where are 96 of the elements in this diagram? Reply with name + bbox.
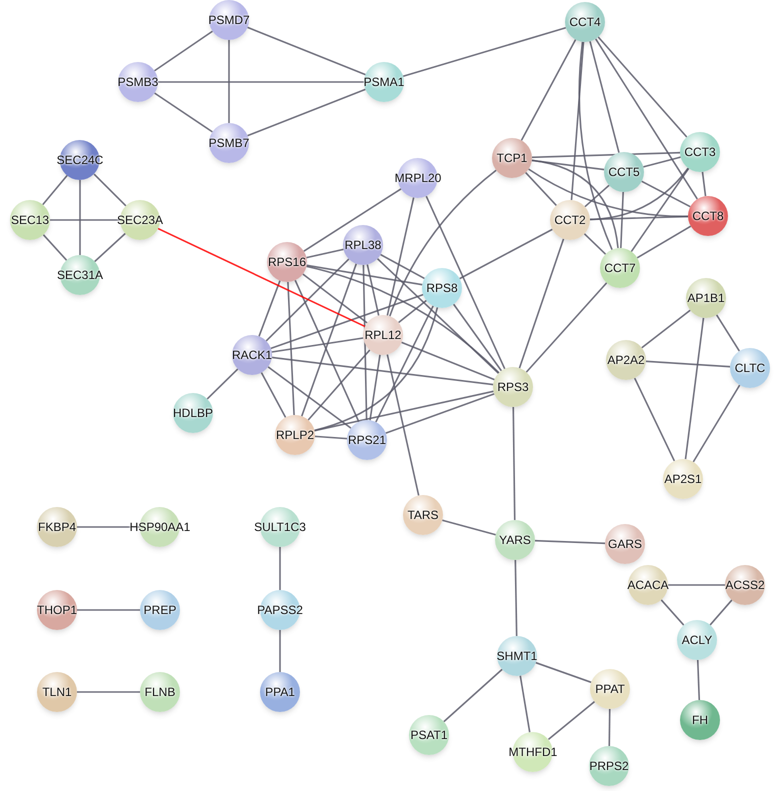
interaction-line — [94, 174, 126, 206]
interaction-line — [380, 254, 425, 280]
interaction-line — [79, 180, 81, 255]
interaction-line — [643, 156, 681, 168]
interaction-line — [268, 366, 352, 429]
interaction-line — [77, 609, 140, 611]
protein-label: SEC24C — [56, 154, 104, 166]
interaction-line — [314, 436, 348, 440]
interaction-line — [590, 216, 688, 220]
interaction-line — [578, 42, 613, 250]
interaction-line — [294, 280, 360, 422]
interaction-line — [287, 282, 295, 416]
interaction-line — [526, 282, 608, 373]
interaction-line — [306, 248, 344, 258]
interaction-line — [532, 152, 680, 158]
interaction-line — [641, 180, 691, 208]
interaction-line — [443, 668, 503, 722]
protein-label: MRPL20 — [394, 172, 442, 184]
interaction-line — [584, 184, 610, 208]
interaction-line — [716, 314, 740, 352]
interaction-line — [641, 310, 691, 348]
interaction-line — [630, 168, 690, 252]
interaction-line — [534, 540, 606, 544]
interaction-line — [710, 600, 732, 626]
interaction-line — [532, 160, 604, 170]
interaction-line — [595, 38, 698, 200]
interaction-line — [584, 233, 606, 255]
protein-node — [254, 506, 306, 548]
interaction-line — [402, 26, 566, 78]
interaction-line — [598, 36, 688, 138]
protein-label: MTHFD1 — [508, 746, 558, 758]
interaction-line — [154, 30, 213, 72]
protein-node — [130, 506, 190, 548]
interaction-line — [279, 630, 281, 672]
interaction-line — [692, 384, 740, 462]
interaction-line — [398, 300, 427, 324]
interaction-line — [272, 356, 494, 386]
interaction-line — [668, 584, 725, 586]
interaction-line — [608, 708, 611, 746]
interaction-line — [426, 196, 506, 370]
interaction-line — [366, 264, 380, 316]
interaction-line — [258, 280, 281, 337]
interaction-line — [520, 39, 576, 141]
interaction-line — [570, 42, 584, 200]
interaction-line — [158, 228, 366, 328]
interaction-line — [42, 174, 68, 206]
interaction-line — [514, 560, 518, 636]
interaction-line — [401, 342, 495, 380]
interaction-line — [453, 304, 502, 372]
interaction-line — [272, 337, 364, 353]
interaction-line — [660, 599, 684, 626]
protein-label: SEC31A — [56, 269, 104, 281]
interaction-line — [314, 390, 494, 432]
interaction-line — [386, 197, 414, 316]
interaction-line — [314, 307, 438, 432]
interaction-line — [308, 349, 370, 421]
interaction-line — [634, 378, 676, 462]
interaction-line — [228, 40, 230, 123]
interaction-line — [306, 266, 500, 374]
interaction-line — [362, 264, 368, 420]
interaction-line — [302, 273, 368, 324]
interaction-line — [389, 170, 497, 316]
protein-label: HSP90AA1 — [130, 521, 190, 533]
interaction-line — [636, 225, 692, 259]
interaction-line — [520, 676, 530, 732]
interaction-line — [42, 234, 68, 261]
interaction-line — [646, 360, 730, 368]
interaction-line — [306, 264, 422, 286]
interaction-line — [77, 691, 140, 693]
interaction-line — [247, 26, 366, 76]
interaction-line — [518, 238, 564, 368]
interaction-line — [300, 264, 358, 416]
interaction-line — [696, 660, 700, 700]
interaction-line — [525, 172, 557, 206]
interaction-line — [386, 393, 494, 434]
interaction-line — [548, 701, 596, 740]
protein-label: SULT1C3 — [254, 521, 306, 533]
interaction-line — [620, 192, 624, 248]
interaction-line — [206, 368, 238, 400]
interaction-line — [376, 258, 500, 374]
interaction-line — [279, 547, 281, 590]
interaction-line — [94, 232, 126, 262]
interaction-line — [369, 354, 381, 420]
interaction-line — [702, 172, 706, 196]
interaction-line — [386, 354, 420, 496]
interaction-line — [684, 318, 704, 460]
protein-label: SEC23A — [116, 214, 164, 226]
interaction-line — [158, 81, 364, 83]
interaction-line — [247, 88, 366, 136]
interaction-line — [512, 406, 516, 520]
interaction-line — [536, 662, 592, 684]
interaction-line — [154, 92, 213, 133]
interaction-line — [459, 228, 553, 280]
interaction-line — [589, 41, 620, 153]
interaction-line — [442, 519, 496, 536]
interaction-line — [260, 372, 286, 418]
